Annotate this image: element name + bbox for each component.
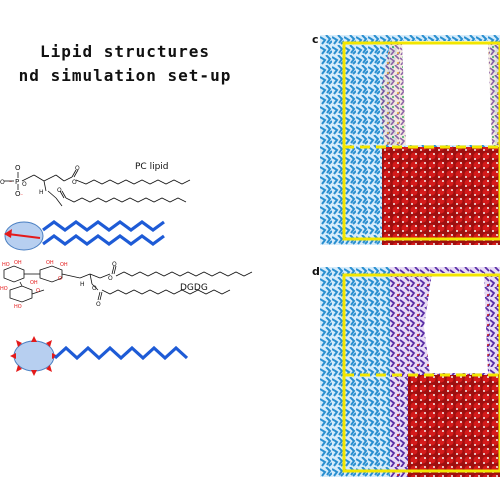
figure-title: Lipid structures nd simulation set-up	[0, 40, 250, 88]
svg-text:OH: OH	[46, 260, 54, 266]
svg-text:O: O	[92, 285, 97, 292]
svg-text:O: O	[36, 288, 40, 294]
dgdg-label: DGDG	[180, 283, 208, 293]
svg-text:H: H	[80, 281, 85, 288]
svg-text:O: O	[108, 275, 113, 282]
panel-d-box	[342, 273, 500, 473]
dgdg-schematic	[10, 336, 189, 376]
dgdg-tail	[53, 345, 189, 361]
panel-c-pore	[390, 41, 495, 145]
dgdg-headgroup	[13, 340, 55, 372]
svg-text:O: O	[72, 179, 77, 186]
svg-text:OH: OH	[30, 280, 38, 286]
pc-lipid-label: PC lipid	[135, 162, 169, 172]
svg-text:O: O	[0, 179, 5, 186]
pc-lipid-schematic	[4, 220, 165, 251]
svg-text:O: O	[22, 181, 27, 188]
svg-text:HO: HO	[2, 262, 10, 268]
svg-text:O: O	[96, 301, 101, 308]
svg-text:⁻: ⁻	[20, 193, 23, 200]
svg-text:O: O	[75, 165, 80, 172]
pc-lipid-structure: P O O O O H O O O ⁻ ⁻	[0, 164, 191, 207]
panel-d-pore	[424, 273, 488, 373]
pc-tail-2	[42, 234, 165, 246]
panel-c-box	[342, 41, 500, 241]
panel-c-label: c	[312, 33, 319, 46]
panel-d-water	[408, 375, 500, 477]
svg-text:HO: HO	[14, 304, 22, 310]
pc-tail-1	[42, 220, 165, 232]
panel-d-label: d	[312, 265, 320, 278]
svg-text:P: P	[15, 178, 19, 186]
title-line-1: Lipid structures	[39, 42, 211, 61]
svg-text:O: O	[15, 164, 21, 172]
pc-dipole-arrow	[7, 233, 41, 239]
title-line-2: nd simulation set-up	[18, 66, 232, 85]
svg-text:O: O	[15, 190, 21, 198]
svg-text:HO: HO	[0, 286, 8, 292]
svg-text:H: H	[39, 189, 44, 196]
svg-text:O: O	[112, 261, 117, 268]
panel-d-simulation	[320, 267, 500, 477]
svg-text:OH: OH	[60, 262, 68, 268]
panel-c-simulation	[320, 35, 500, 245]
svg-text:O: O	[57, 187, 62, 194]
panel-c-water	[382, 147, 500, 245]
svg-text:OH: OH	[14, 260, 22, 266]
svg-text:O: O	[58, 276, 62, 282]
svg-text:⁻: ⁻	[9, 180, 12, 187]
dgdg-structure: HO OH OH OH HO HO OH O O H O O O O	[0, 260, 253, 310]
